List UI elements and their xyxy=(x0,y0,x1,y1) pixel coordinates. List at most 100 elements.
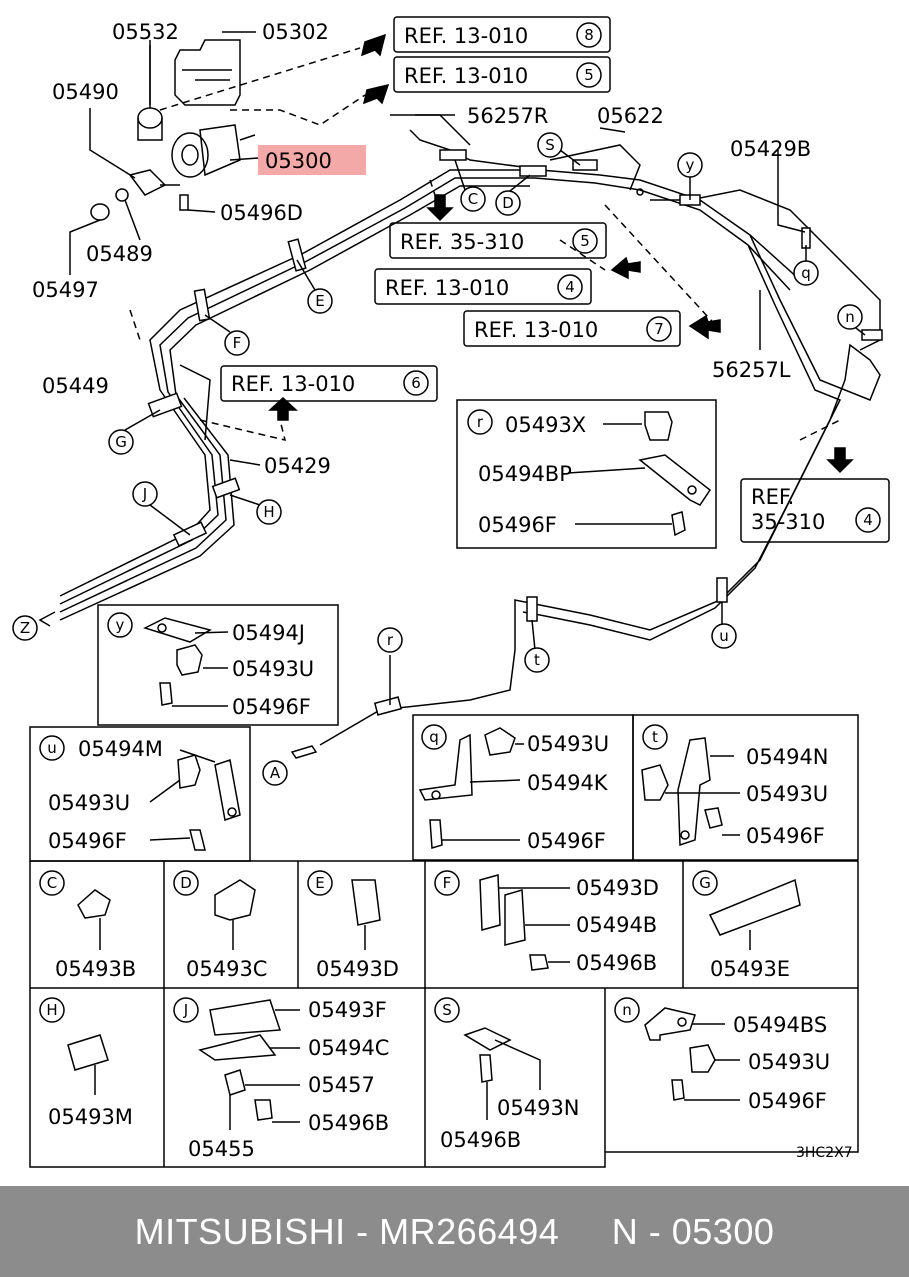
diagram-code: 3HC2X7 xyxy=(796,1145,853,1161)
part-labels: 05532 05302 05490 05300 05496D 05489 054… xyxy=(32,20,853,1161)
ref-label-4: REF. 13-010 xyxy=(385,276,509,300)
label-y-05496F: 05496F xyxy=(232,695,311,719)
label-t-05494N: 05494N xyxy=(746,745,829,769)
footer-banner: MITSUBISHI - MR266494 N - 05300 xyxy=(0,1186,909,1277)
label-f-05496B: 05496B xyxy=(576,951,657,975)
box-callout-t: t xyxy=(652,728,658,746)
detail-part-sketches xyxy=(67,411,801,1130)
callout-u: u xyxy=(719,627,729,645)
label-n-05496F: 05496F xyxy=(748,1089,827,1113)
label-j-05455: 05455 xyxy=(188,1137,255,1161)
label-u-05496F: 05496F xyxy=(48,829,127,853)
label-q-05493U: 05493U xyxy=(527,732,609,756)
ref-boxes xyxy=(220,16,890,543)
label-s-05496B: 05496B xyxy=(440,1128,521,1152)
ref-num-6: 6 xyxy=(411,374,421,392)
label-f-05493D: 05493D xyxy=(576,876,659,900)
label-t-05496F: 05496F xyxy=(746,824,825,848)
ref-label-5: REF. 13-010 xyxy=(474,318,598,342)
label-05496D: 05496D xyxy=(220,201,303,225)
label-n-05493U: 05493U xyxy=(748,1050,830,1074)
ref-label-7b: 35-310 xyxy=(751,510,825,534)
callout-q: q xyxy=(801,264,811,282)
label-r-05494BP: 05494BP xyxy=(478,462,572,486)
box-callout-n: n xyxy=(622,1001,632,1019)
callout-letters: C D E F S y q n G H J r t u A Z r y u q … xyxy=(20,136,855,1019)
label-05489: 05489 xyxy=(86,242,153,266)
label-05300: 05300 xyxy=(265,149,332,173)
box-callout-u: u xyxy=(47,739,57,757)
label-56257L: 56257L xyxy=(712,358,791,382)
ref-num-5: 7 xyxy=(654,320,664,338)
label-e-05493D: 05493D xyxy=(316,957,399,981)
label-q-05496F: 05496F xyxy=(527,829,606,853)
label-c-05493B: 05493B xyxy=(55,957,136,981)
box-callout-f: F xyxy=(443,874,452,892)
ref-label-3: REF. 35-310 xyxy=(400,230,524,254)
callout-g: G xyxy=(115,433,127,451)
callout-d: D xyxy=(502,194,514,212)
box-callout-r: r xyxy=(477,413,484,431)
callout-s: S xyxy=(545,136,555,154)
label-f-05494B: 05494B xyxy=(576,913,657,937)
label-j-05496B: 05496B xyxy=(308,1111,389,1135)
label-g-05493E: 05493E xyxy=(710,957,790,981)
ref-num-1: 8 xyxy=(584,26,594,44)
label-05622: 05622 xyxy=(597,104,664,128)
ref-label-2: REF. 13-010 xyxy=(404,64,528,88)
ref-label-6: REF. 13-010 xyxy=(231,372,355,396)
label-j-05493F: 05493F xyxy=(308,998,387,1022)
label-u-05493U: 05493U xyxy=(48,791,130,815)
detail-box-callouts xyxy=(39,409,718,1023)
label-05490: 05490 xyxy=(52,80,119,104)
box-callout-h: H xyxy=(46,1001,57,1019)
label-05429: 05429 xyxy=(264,454,331,478)
label-j-05494C: 05494C xyxy=(308,1036,389,1060)
callout-j: J xyxy=(142,485,147,503)
label-j-05457: 05457 xyxy=(308,1073,375,1097)
label-y-05494J: 05494J xyxy=(232,621,305,645)
ref-num-2: 5 xyxy=(584,66,594,84)
box-callout-s: S xyxy=(442,1001,452,1019)
callout-n: n xyxy=(845,308,855,326)
callout-circles xyxy=(12,132,863,786)
footer-separator: - xyxy=(345,1210,380,1252)
label-y-05493U: 05493U xyxy=(232,657,314,681)
label-56257R: 56257R xyxy=(467,104,548,128)
ref-num-7: 4 xyxy=(863,511,873,529)
ref-arrows xyxy=(268,33,854,474)
diagram-reference: N - 05300 xyxy=(611,1210,775,1252)
arrow-z xyxy=(38,611,56,627)
callout-f: F xyxy=(233,334,242,352)
label-05302: 05302 xyxy=(262,20,329,44)
ref-num-4: 4 xyxy=(565,278,575,296)
callout-c: C xyxy=(468,190,478,208)
label-u-05494M: 05494M xyxy=(78,737,163,761)
fuel-pressure-regulator-assembly xyxy=(90,39,256,221)
callout-a: A xyxy=(270,764,281,782)
pipe-clips xyxy=(147,149,883,716)
callout-e: E xyxy=(315,292,324,310)
label-05532: 05532 xyxy=(112,20,179,44)
label-r-05493X: 05493X xyxy=(505,413,586,437)
box-callout-d: D xyxy=(180,874,192,892)
highlight-05300 xyxy=(258,145,366,175)
label-h-05493M: 05493M xyxy=(48,1105,133,1129)
label-s-05493N: 05493N xyxy=(497,1096,580,1120)
callout-z: Z xyxy=(20,619,30,637)
box-callout-c: C xyxy=(47,874,57,892)
callout-r: r xyxy=(387,631,394,649)
box-callout-q: q xyxy=(429,728,439,746)
label-05497: 05497 xyxy=(32,278,99,302)
box-callout-g: G xyxy=(699,874,711,892)
box-callout-y: y xyxy=(116,616,125,634)
label-n-05494BS: 05494BS xyxy=(733,1013,827,1037)
brand-name: MITSUBISHI xyxy=(134,1210,346,1252)
ref-label-1: REF. 13-010 xyxy=(404,24,528,48)
part-number: MR266494 xyxy=(379,1210,560,1252)
label-t-05493U: 05493U xyxy=(746,782,828,806)
box-callout-j: J xyxy=(183,1001,188,1019)
label-05449: 05449 xyxy=(42,374,109,398)
parts-diagram: 05532 05302 05490 05300 05496D 05489 054… xyxy=(12,16,890,1168)
detail-box-frames xyxy=(29,399,859,1168)
